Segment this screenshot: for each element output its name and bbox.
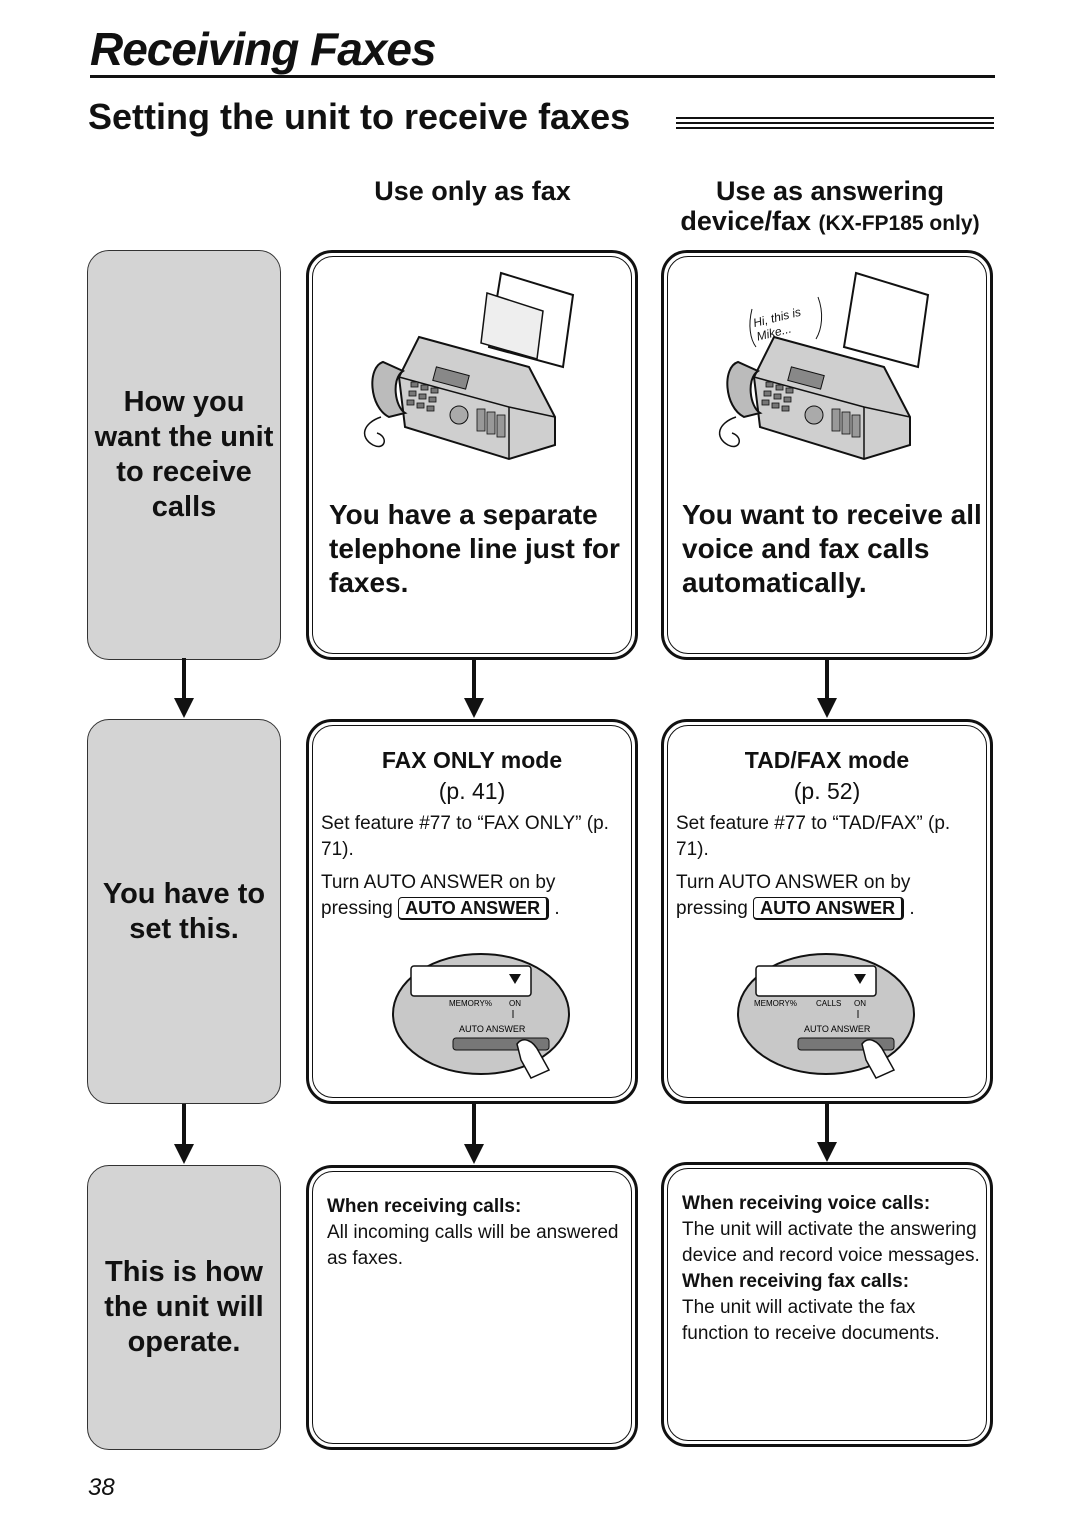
row-label-how: How you want the unit to receive calls <box>87 250 281 660</box>
svg-text:CALLS: CALLS <box>816 999 841 1008</box>
down-arrow-icon <box>174 658 194 718</box>
fax-only-description: You have a separate telephone line just … <box>329 499 620 598</box>
down-arrow-icon <box>817 1102 837 1162</box>
svg-text:AUTO ANSWER: AUTO ANSWER <box>459 1024 526 1034</box>
svg-text:MEMORY%: MEMORY% <box>449 999 492 1008</box>
chapter-title: Receiving Faxes <box>90 23 437 75</box>
answering-step-1: Set feature #77 to “TAD/FAX” (p. 71). <box>676 813 951 860</box>
control-panel-illustration: MEMORY% CALLS ON AUTO ANSWER <box>737 953 915 1079</box>
answering-page-ref: (p. 52) <box>793 778 861 804</box>
fax-only-operation-panel: When receiving calls: All incoming calls… <box>306 1165 638 1450</box>
row-label-operate: This is how the unit will operate. <box>87 1165 281 1450</box>
svg-text:AUTO ANSWER: AUTO ANSWER <box>804 1024 871 1034</box>
fax-only-mode-panel: FAX ONLY mode (p. 41) Set feature #77 to… <box>306 719 638 1104</box>
answering-description-panel: Hi, this is Mike... You want to receive … <box>661 250 993 660</box>
auto-answer-key: AUTO ANSWER <box>753 897 905 920</box>
section-title-rule <box>676 117 994 131</box>
answering-operation: When receiving voice calls: The unit wil… <box>682 1193 980 1344</box>
answering-mode-title: TAD/FAX mode <box>744 747 910 773</box>
fax-only-mode-title: FAX ONLY mode <box>381 747 563 773</box>
fax-only-operation: When receiving calls: All incoming calls… <box>327 1196 619 1269</box>
svg-text:ON: ON <box>509 999 521 1008</box>
down-arrow-icon <box>464 658 484 718</box>
section-title: Setting the unit to receive faxes <box>88 96 631 137</box>
fax-only-description-panel: You have a separate telephone line just … <box>306 250 638 660</box>
down-arrow-icon <box>817 658 837 718</box>
answering-step-2: Turn AUTO ANSWER on by pressing AUTO ANS… <box>676 872 915 920</box>
fax-only-step-1: Set feature #77 to “FAX ONLY” (p. 71). <box>321 813 609 860</box>
fax-only-page-ref: (p. 41) <box>438 778 506 804</box>
row-label-set: You have to set this. <box>87 719 281 1104</box>
fax-machine-illustration <box>363 271 575 461</box>
answering-mode-panel: TAD/FAX mode (p. 52) Set feature #77 to … <box>661 719 993 1104</box>
svg-text:MEMORY%: MEMORY% <box>754 999 797 1008</box>
chapter-rule <box>90 75 995 78</box>
control-panel-illustration: MEMORY% ON AUTO ANSWER <box>392 953 570 1079</box>
fax-only-step-2: Turn AUTO ANSWER on by pressing AUTO ANS… <box>321 872 560 920</box>
answering-operation-panel: When receiving voice calls: The unit wil… <box>661 1162 993 1447</box>
column-heading-fax-only: Use only as fax <box>374 176 571 206</box>
down-arrow-icon <box>464 1104 484 1164</box>
auto-answer-key: AUTO ANSWER <box>398 897 550 920</box>
svg-text:ON: ON <box>854 999 866 1008</box>
page-number: 38 <box>88 1474 115 1501</box>
down-arrow-icon <box>174 1104 194 1164</box>
column-heading-answering: Use as answering device/fax (KX-FP185 on… <box>680 176 980 236</box>
fax-machine-illustration <box>718 271 930 461</box>
answering-description: You want to receive all voice and fax ca… <box>682 499 982 598</box>
